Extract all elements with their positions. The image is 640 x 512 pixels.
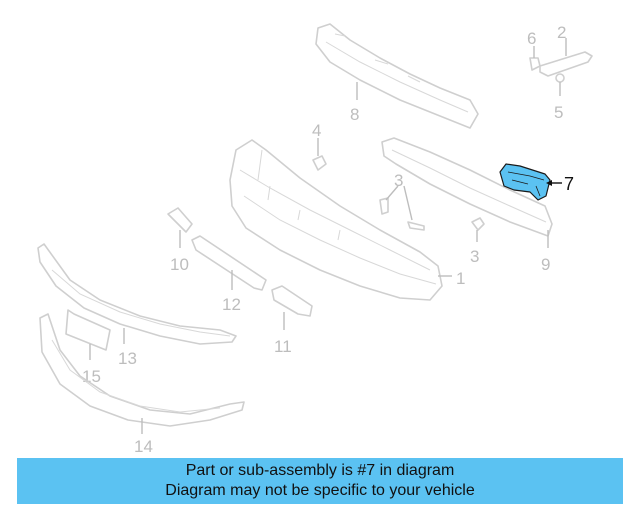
callout-7: 7 (564, 174, 574, 194)
parts-diagram: 8 6 2 5 4 9 7 3 3 (37, 23, 593, 456)
callout-4: 4 (312, 121, 321, 140)
callout-9: 9 (541, 255, 550, 274)
part-1-bumper-cover (229, 139, 443, 301)
part-8-absorber (315, 23, 479, 129)
caption-banner: Part or sub-assembly is #7 in diagram Di… (17, 458, 623, 504)
callout-13: 13 (118, 349, 137, 368)
callout-3b: 3 (470, 247, 479, 266)
callout-14: 14 (134, 437, 153, 456)
part-12-grille-strip (191, 235, 267, 291)
caption-line-2: Diagram may not be specific to your vehi… (165, 482, 475, 499)
callout-10: 10 (170, 255, 189, 274)
part-9-reinforcement (381, 137, 553, 237)
part-10-reflector (167, 207, 193, 233)
part-13-lower-trim (37, 243, 237, 345)
part-2-strip (539, 51, 593, 77)
callout-3a: 3 (394, 171, 403, 190)
callout-1: 1 (456, 269, 465, 288)
part-3-bolts (379, 197, 485, 231)
callout-6: 6 (527, 29, 536, 48)
callout-11: 11 (274, 337, 292, 356)
part-11-reflector (271, 285, 313, 317)
arrow-7 (546, 180, 552, 186)
part-14-lower-valance (39, 313, 245, 427)
callout-12: 12 (222, 295, 241, 314)
part-4-clip (312, 155, 327, 171)
part-5-fastener (555, 73, 565, 83)
leader-3a-2 (403, 185, 413, 221)
callout-2: 2 (557, 23, 566, 42)
callout-5: 5 (554, 103, 563, 122)
part-6-clip (529, 57, 541, 71)
part-7-bracket-highlighted (499, 163, 551, 201)
caption-line-1: Part or sub-assembly is #7 in diagram (185, 462, 455, 479)
part-15-plate-bracket (65, 309, 111, 351)
callout-8: 8 (350, 105, 359, 124)
leader-3a-1 (385, 185, 399, 201)
